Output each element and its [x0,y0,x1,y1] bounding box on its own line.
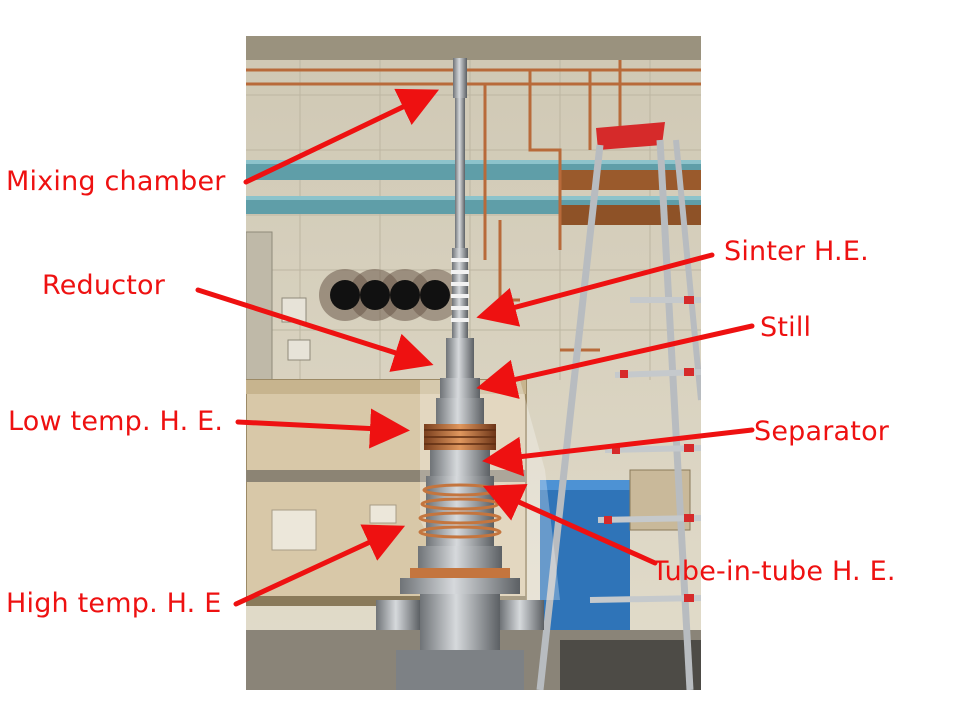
label-still: Still [760,312,812,343]
label-separator: Separator [754,416,890,447]
label-reductor: Reductor [42,270,166,301]
label-high-temp-he: High temp. H. E [6,588,222,619]
label-tube-in-tube-he: Tube-in-tube H. E. [652,556,896,587]
label-sinter-he: Sinter H.E. [724,236,869,267]
label-mixing-chamber: Mixing chamber [6,166,226,197]
label-low-temp-he: Low temp. H. E. [8,406,224,437]
